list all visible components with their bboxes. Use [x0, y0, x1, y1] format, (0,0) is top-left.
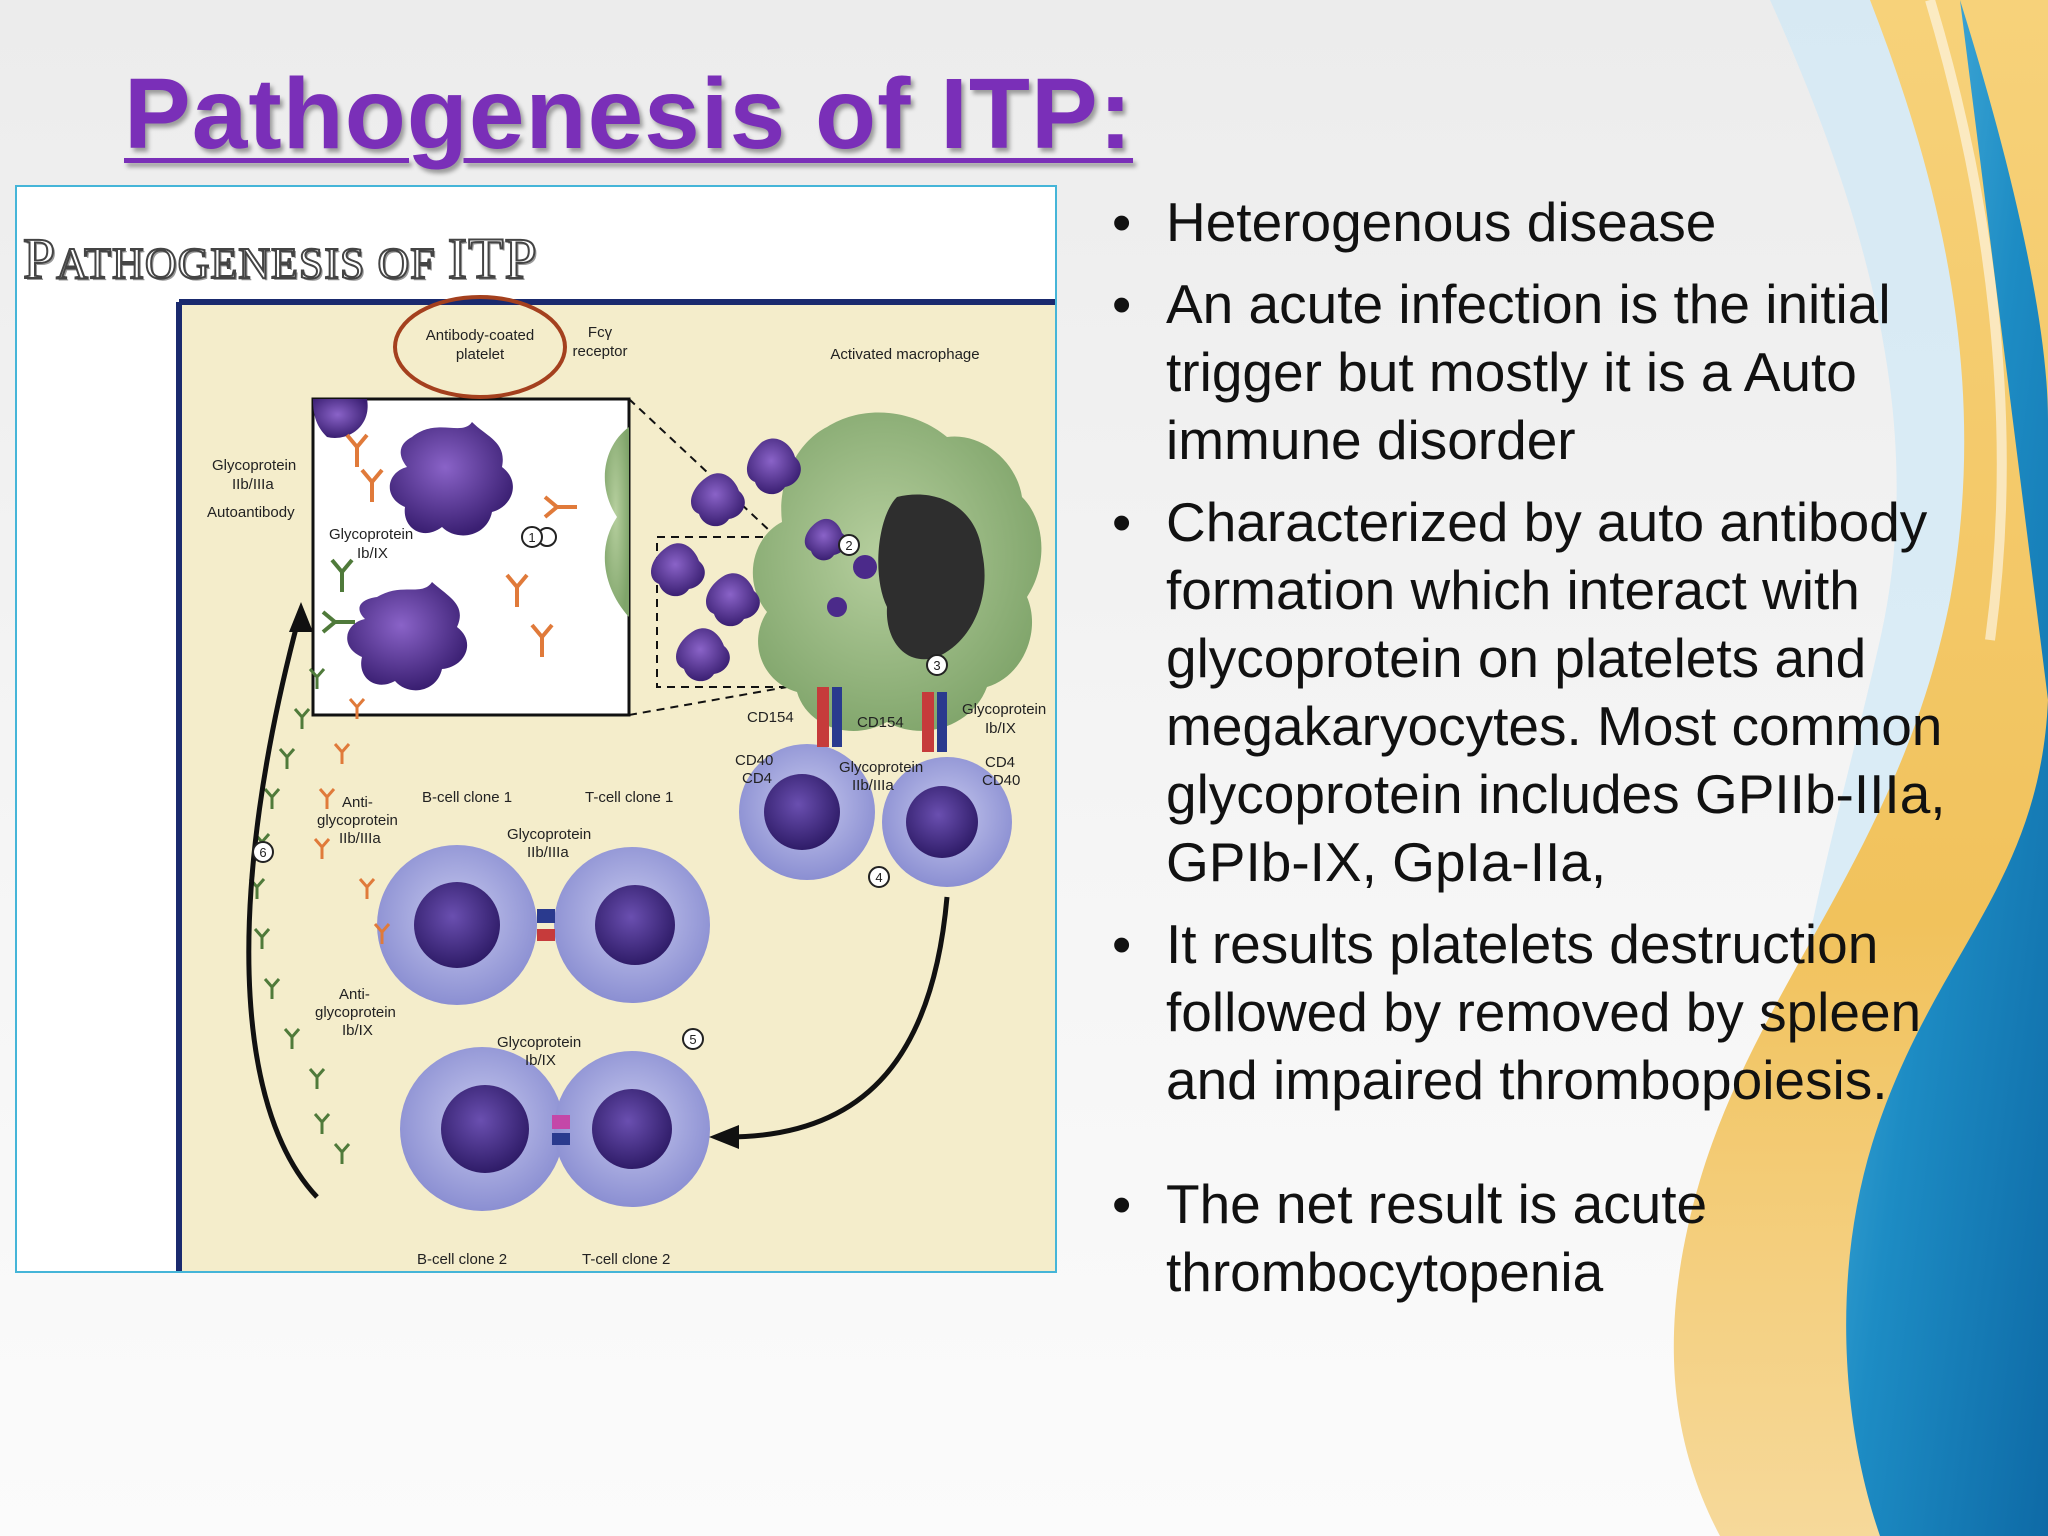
diagram-label: B-cell clone 2	[417, 1251, 507, 1268]
diagram-label: Glycoprotein	[839, 759, 923, 776]
diagram-label: 1	[528, 530, 535, 545]
platelet-large-2	[347, 582, 468, 691]
diagram-label: CD154	[747, 709, 794, 726]
diagram-label: Glycoprotein	[497, 1034, 581, 1051]
diagram-label: CD4	[742, 770, 772, 787]
figure-heading-initial: P	[22, 225, 57, 292]
diagram-label: 4	[875, 870, 882, 885]
diagram-label: IIb/IIIa	[232, 476, 274, 493]
antibody-trail	[248, 668, 391, 1164]
diagram-label: 3	[933, 658, 940, 673]
diagram-label: Activated macrophage	[830, 346, 979, 363]
itp-pathogenesis-figure: Antibody-coated platelet Fcγ receptor Ac…	[15, 185, 1057, 1273]
diagram-label: Ib/IX	[985, 720, 1016, 737]
bullet-item: Characterized by auto antibody formation…	[1110, 488, 2010, 896]
macrophage-nucleus	[878, 494, 985, 660]
platelet-large-1	[389, 422, 513, 536]
diagram-label: CD154	[857, 714, 904, 731]
diagram-label: T-cell clone 1	[585, 789, 673, 806]
diagram-label: Anti-	[342, 794, 373, 811]
diagram-label: 6	[259, 845, 266, 860]
diagram-label: 2	[845, 538, 852, 553]
diagram-label: IIb/IIIa	[852, 777, 894, 794]
diagram-label: Antibody-coated	[426, 327, 534, 344]
bullet-item: Heterogenous disease	[1110, 188, 2010, 256]
diagram-label: Ib/IX	[342, 1022, 373, 1039]
figure-heading-rest: ATHOGENESIS OF	[55, 238, 448, 289]
diagram-label: CD40	[735, 752, 773, 769]
diagram-label: IIb/IIIa	[527, 844, 569, 861]
diagram-label: glycoprotein	[317, 812, 398, 829]
diagram-label: platelet	[456, 346, 505, 363]
diagram-label: CD4	[985, 754, 1015, 771]
diagram-label: Ib/IX	[357, 545, 388, 562]
small-platelets	[651, 438, 847, 682]
pathogenesis-diagram: Antibody-coated platelet Fcγ receptor Ac…	[176, 295, 1055, 1271]
diagram-label: Anti-	[339, 986, 370, 1003]
slide-title: Pathogenesis of ITP:	[124, 58, 1134, 170]
arrow-feedback	[246, 616, 319, 1199]
diagram-label: glycoprotein	[315, 1004, 396, 1021]
diagram-label: B-cell clone 1	[422, 789, 512, 806]
diagram-label: Ib/IX	[525, 1052, 556, 1069]
diagram-label: Glycoprotein	[329, 526, 413, 543]
figure-heading-tail: ITP	[447, 225, 538, 292]
diagram-label: receptor	[572, 343, 627, 360]
diagram-label: T-cell clone 2	[582, 1251, 670, 1268]
diagram-label: Glycoprotein	[212, 457, 296, 474]
diagram-label: 5	[689, 1032, 696, 1047]
bullet-item: It results platelets destruction followe…	[1110, 910, 2010, 1114]
diagram-label: IIb/IIIa	[339, 830, 381, 847]
figure-heading: PATHOGENESIS OF ITP	[22, 225, 538, 292]
arrow-to-clone-2	[726, 896, 950, 1140]
inset-antibodies	[321, 433, 577, 657]
diagram-label: Glycoprotein	[507, 826, 591, 843]
diagram-label: Glycoprotein	[962, 701, 1046, 718]
highlight-ellipse	[393, 295, 567, 399]
diagram-label: CD40	[982, 772, 1020, 789]
bullet-item: An acute infection is the initial trigge…	[1110, 270, 2010, 474]
step-markers: 1 2 3 4 5 6	[252, 526, 948, 1050]
platelet-corner	[313, 399, 368, 438]
diagram-label: Fcγ	[588, 324, 613, 341]
bullet-item: The net result is acute thrombocytopenia	[1110, 1170, 2010, 1306]
diagram-label: Autoantibody	[207, 504, 295, 521]
bullet-list: Heterogenous disease An acute infection …	[1110, 188, 2010, 1320]
